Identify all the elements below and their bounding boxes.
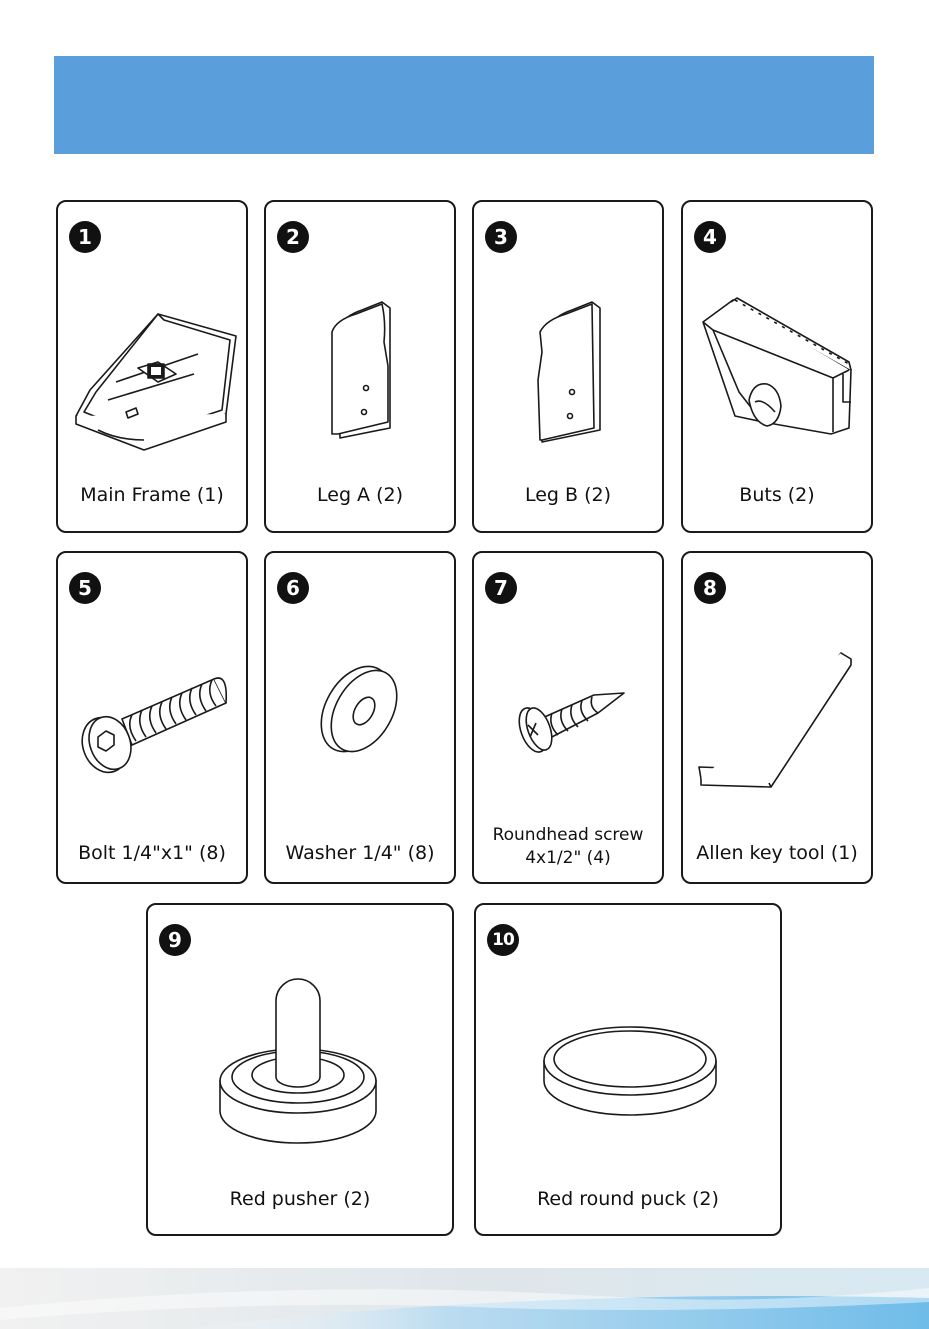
part-label: Roundhead screw 4x1/2" (4) [474, 824, 662, 870]
bolt-icon [58, 553, 250, 886]
part-label: Leg A (2) [266, 484, 454, 506]
part-card-main-frame: 1 Main Frame (1) [56, 200, 248, 533]
allen-key-icon [683, 553, 875, 886]
part-card-goal: 4 Buts (2) [681, 200, 873, 533]
part-label: Leg B (2) [474, 484, 662, 506]
part-label: Buts (2) [683, 484, 871, 506]
part-label: Allen key tool (1) [683, 842, 871, 864]
part-card-washer: 6 Washer 1/4" (8) [264, 551, 456, 884]
part-label: Main Frame (1) [58, 484, 246, 506]
part-card-leg-a: 2 Leg A (2) [264, 200, 456, 533]
washer-icon [266, 553, 458, 886]
part-label: Red round puck (2) [476, 1188, 780, 1210]
footer-wave [0, 1268, 929, 1329]
part-card-allen-key: 8 Allen key tool (1) [681, 551, 873, 884]
part-card-screw: 7 Roundhead screw 4x1/2" (4) [472, 551, 664, 884]
part-label: Washer 1/4" (8) [266, 842, 454, 864]
part-label: Red pusher (2) [148, 1188, 452, 1210]
part-card-leg-b: 3 Leg B (2) [472, 200, 664, 533]
part-card-puck: 10 Red round puck (2) [474, 903, 782, 1236]
part-card-bolt: 5 Bolt 1/4"x1" (8) [56, 551, 248, 884]
header-banner [54, 56, 874, 154]
part-label: Bolt 1/4"x1" (8) [58, 842, 246, 864]
part-card-pusher: 9 Red pusher (2) [146, 903, 454, 1236]
